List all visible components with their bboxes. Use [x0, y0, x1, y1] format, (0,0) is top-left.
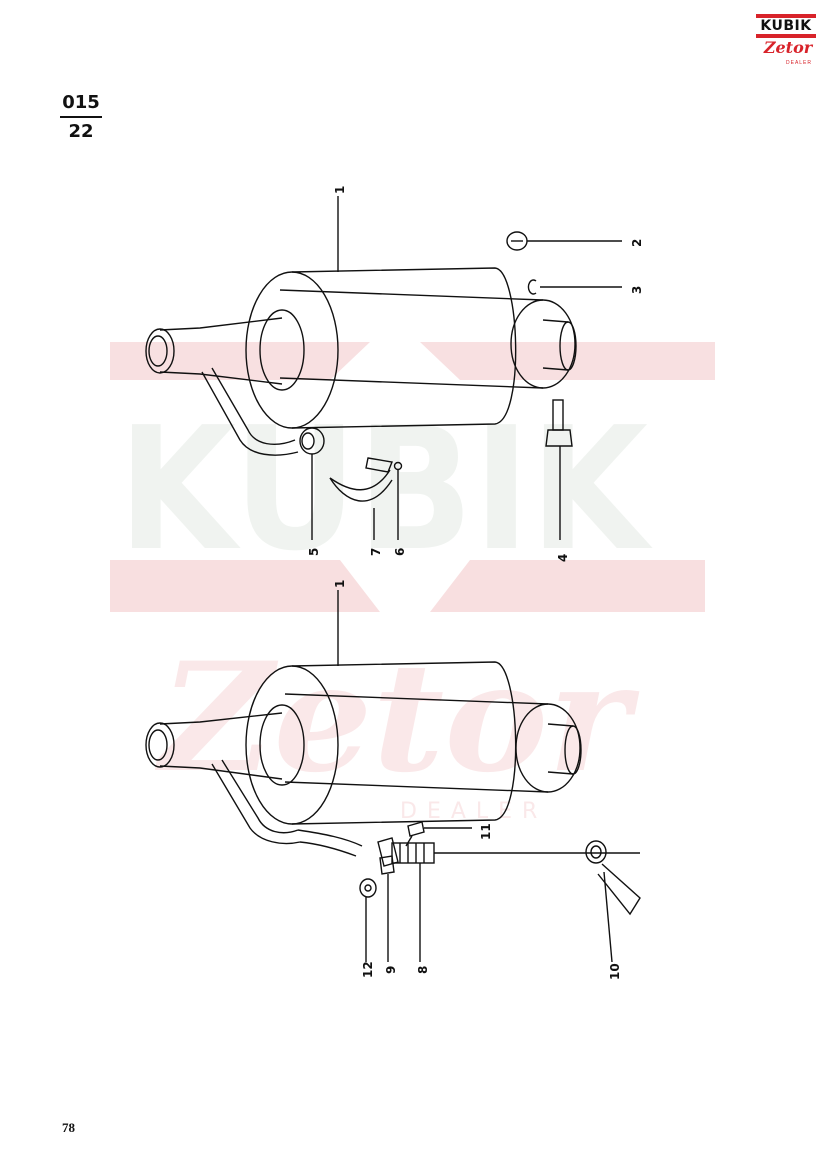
sheet-number: 22	[68, 121, 94, 142]
part-2-nut	[506, 231, 622, 251]
callout-1-top: 1	[333, 186, 347, 194]
part-3-washer	[527, 279, 622, 295]
part-4-bolt	[545, 399, 573, 540]
part-6-clip	[365, 457, 403, 540]
watermark: KUBIK Zetor DEALER	[110, 342, 715, 824]
bottom-inlet-pipe	[145, 712, 283, 780]
bottom-muffler-body	[245, 661, 582, 825]
watermark-zetor: Zetor	[155, 630, 641, 806]
logo-kubik-text: KUBIK	[760, 18, 812, 34]
part-11-screw	[405, 821, 472, 847]
part-9-nut	[379, 855, 395, 962]
logo-band-top	[756, 14, 816, 18]
part-7-strap	[329, 469, 393, 540]
callout-3: 3	[630, 286, 644, 294]
fraction-bar	[60, 116, 102, 118]
callout-12: 12	[361, 961, 375, 978]
callout-11: 11	[479, 823, 493, 840]
callout-5: 5	[307, 548, 321, 556]
part-8-threaded-sleeve	[377, 837, 640, 962]
logo-zetor-text: Zetor	[763, 38, 813, 57]
callout-8: 8	[416, 966, 430, 974]
part-10-bracket	[585, 840, 641, 963]
group-sheet-number: 015 22	[60, 92, 102, 143]
bottom-drain-tube	[211, 759, 363, 857]
callout-9: 9	[384, 966, 398, 974]
part-12-nut	[359, 878, 377, 962]
top-drain-tube	[201, 367, 299, 456]
callout-labels: 1 2 3 4 5 7 6 1 11 12 9 8 10	[307, 186, 644, 980]
page-number: 78	[62, 1120, 75, 1135]
part-5-grommet	[299, 427, 325, 540]
top-inlet-pipe	[145, 317, 283, 385]
watermark-stripes	[110, 342, 715, 612]
callout-6: 6	[393, 548, 407, 556]
logo-dealer-text: DEALER	[786, 60, 813, 66]
logo-band-bottom	[756, 34, 816, 38]
callout-1-bottom: 1	[333, 580, 347, 588]
logo-kubik: KUBIK	[756, 14, 816, 38]
callout-2: 2	[630, 239, 644, 247]
callout-4: 4	[556, 554, 570, 562]
watermark-kubik: KUBIK	[118, 391, 653, 589]
callout-7: 7	[369, 548, 383, 556]
group-number: 015	[62, 92, 100, 113]
bottom-muffler-assembly	[145, 590, 641, 963]
top-muffler-assembly	[145, 196, 622, 540]
kubik-zetor-logo: KUBIK Zetor DEALER	[756, 14, 816, 68]
callout-10: 10	[608, 963, 622, 980]
top-muffler-body	[245, 267, 577, 429]
